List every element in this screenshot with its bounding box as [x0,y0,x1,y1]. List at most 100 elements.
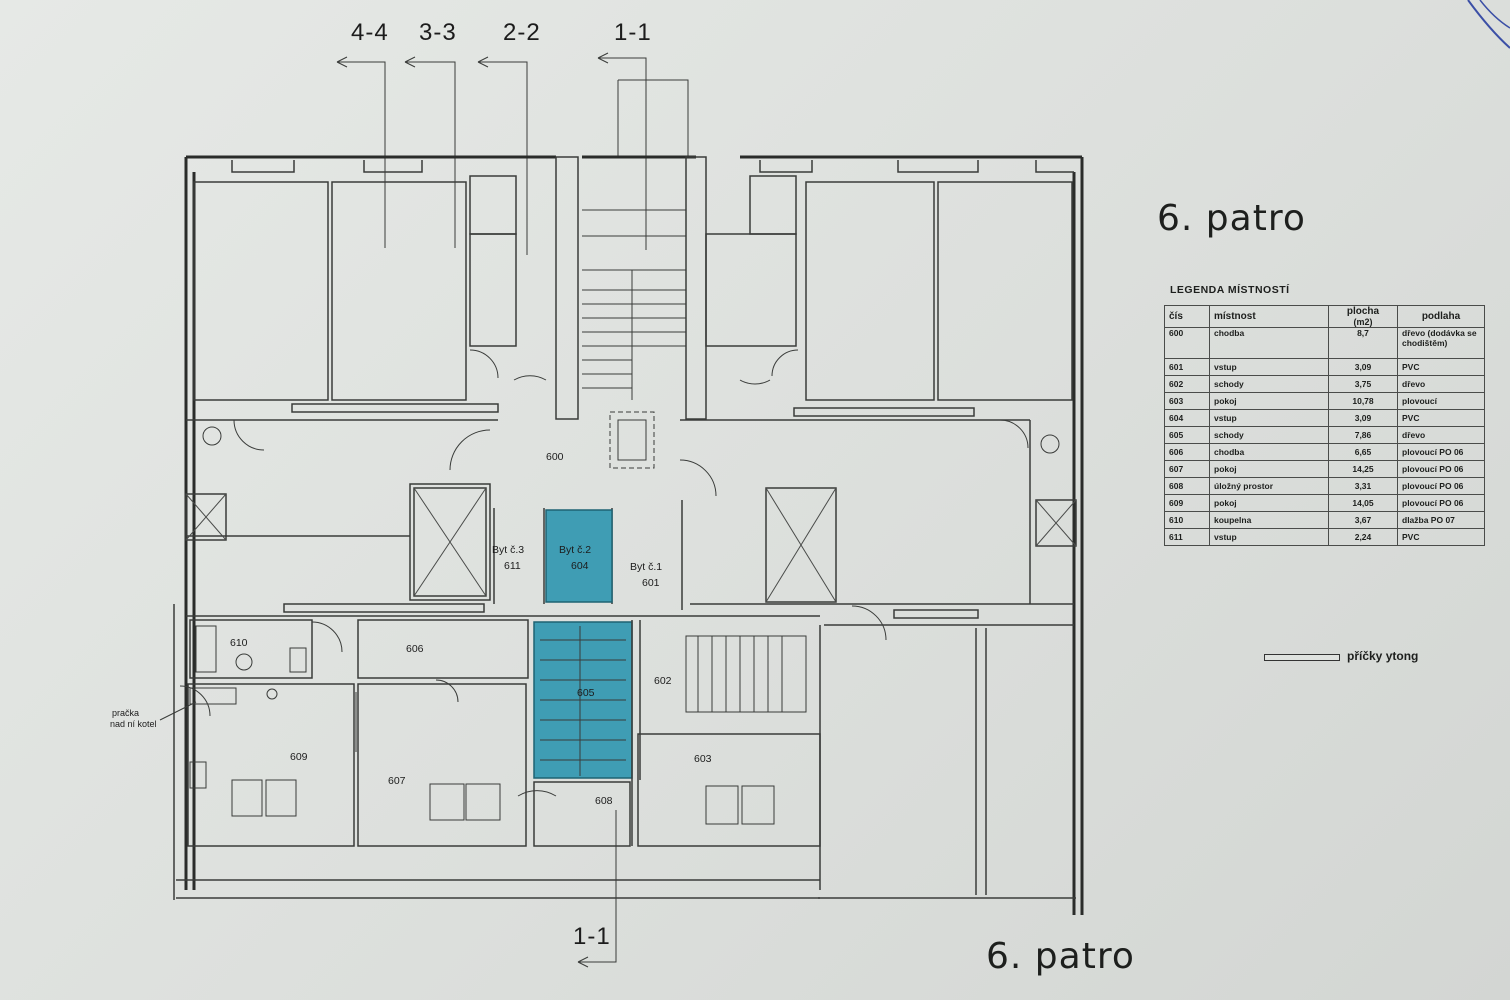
legend-cell-floor: dřevo [1397,426,1485,444]
section-marker-1-1-bottom: 1-1 [573,810,617,968]
legend-header-area-unit: (m2) [1353,317,1373,327]
section-marker-1-1-top: 1-1 [597,19,689,250]
legend-cell-room: koupelna [1209,511,1329,529]
legend-cell-area: 8,7 [1328,327,1398,359]
legend-header-row: čís místnost plocha(m2) podlaha [1164,305,1485,328]
legend-cell-num: 610 [1164,511,1210,529]
legend-title: LEGENDA MÍSTNOSTÍ [1170,284,1290,296]
legend-cell-area: 3,09 [1328,409,1398,427]
legend-cell-floor: dlažba PO 07 [1397,511,1485,529]
legend-cell-floor: plovoucí PO 06 [1397,494,1485,512]
legend-cell-floor: PVC [1397,358,1485,376]
stamp-fragment [1467,0,1510,49]
legend-cell-floor: plovoucí [1397,392,1485,410]
unit-number-611: 611 [504,560,521,572]
legend-header-floor: podlaha [1397,305,1485,328]
top-stairwell [555,156,707,469]
legend-header-area: plocha(m2) [1328,305,1398,328]
legend-cell-room: úložný prostor [1209,477,1329,495]
legend-cell-room: schody [1209,426,1329,444]
room-label-603: 603 [694,753,712,765]
svg-text:2-2: 2-2 [503,19,541,46]
legend-header-room: místnost [1209,305,1329,328]
legend-cell-floor: plovoucí PO 06 [1397,477,1485,495]
legend-cell-num: 607 [1164,460,1210,478]
legend-cell-area: 3,67 [1328,511,1398,529]
legend-cell-room: chodba [1209,327,1329,359]
legend-cell-floor: dřevo (dodávka se chodištěm) [1397,327,1485,359]
svg-text:1-1: 1-1 [573,923,611,950]
section-marker-3-3: 3-3 [404,19,457,248]
legend-cell-area: 14,05 [1328,494,1398,512]
legend-cell-num: 604 [1164,409,1210,427]
central-hall [185,349,1077,610]
legend-cell-area: 3,31 [1328,477,1398,495]
legend-cell-area: 6,65 [1328,443,1398,461]
unit-label-3: Byt č.3 [492,544,524,556]
room-label-600: 600 [546,451,564,463]
legend-cell-num: 606 [1164,443,1210,461]
partition-legend-label: příčky ytong [1347,649,1419,663]
legend-cell-floor: PVC [1397,409,1485,427]
svg-text:4-4: 4-4 [351,19,389,46]
svg-text:3-3: 3-3 [419,19,457,46]
legend-cell-floor: PVC [1397,528,1485,546]
legend-cell-area: 7,86 [1328,426,1398,444]
legend-cell-num: 600 [1164,327,1210,359]
lower-apartment [179,605,1074,895]
legend-cell-num: 611 [1164,528,1210,546]
note-line-2: nad ní kotel [110,719,157,729]
unit-604-highlight [545,509,613,603]
legend-cell-num: 603 [1164,392,1210,410]
legend-cell-room: pokoj [1209,460,1329,478]
upper-rooms [193,175,1073,619]
legend-cell-area: 2,24 [1328,528,1398,546]
unit-number-601: 601 [642,577,660,589]
room-label-610: 610 [230,637,248,649]
legend-cell-room: pokoj [1209,392,1329,410]
legend-cell-room: chodba [1209,443,1329,461]
legend-cell-area: 3,09 [1328,358,1398,376]
room-label-608: 608 [595,795,613,807]
svg-text:1-1: 1-1 [614,19,652,46]
legend-cell-room: vstup [1209,409,1329,427]
legend-cell-floor: plovoucí PO 06 [1397,460,1485,478]
unit-label-2: Byt č.2 [559,544,591,556]
legend-cell-room: schody [1209,375,1329,393]
room-label-605: 605 [577,687,595,699]
unit-label-1: Byt č.1 [630,561,662,573]
legend-cell-area: 3,75 [1328,375,1398,393]
room-label-609: 609 [290,751,308,763]
section-marker-4-4: 4-4 [336,19,389,248]
room-label-602: 602 [654,675,672,687]
room-label-606: 606 [406,643,424,655]
legend-cell-floor: dřevo [1397,375,1485,393]
unit-number-604: 604 [571,560,589,572]
floor-title-bottom: 6. patro [986,936,1135,977]
note-line-1: pračka [112,708,139,718]
legend-cell-floor: plovoucí PO 06 [1397,443,1485,461]
legend-cell-num: 602 [1164,375,1210,393]
section-marker-2-2: 2-2 [477,19,541,255]
partition-symbol [1264,654,1340,661]
room-labels: 600 610 606 605 602 609 607 608 603 Byt … [110,451,712,807]
floor-title: 6. patro [1157,198,1306,239]
legend-cell-num: 601 [1164,358,1210,376]
legend-cell-area: 14,25 [1328,460,1398,478]
legend-cell-room: vstup [1209,358,1329,376]
legend-cell-num: 609 [1164,494,1210,512]
